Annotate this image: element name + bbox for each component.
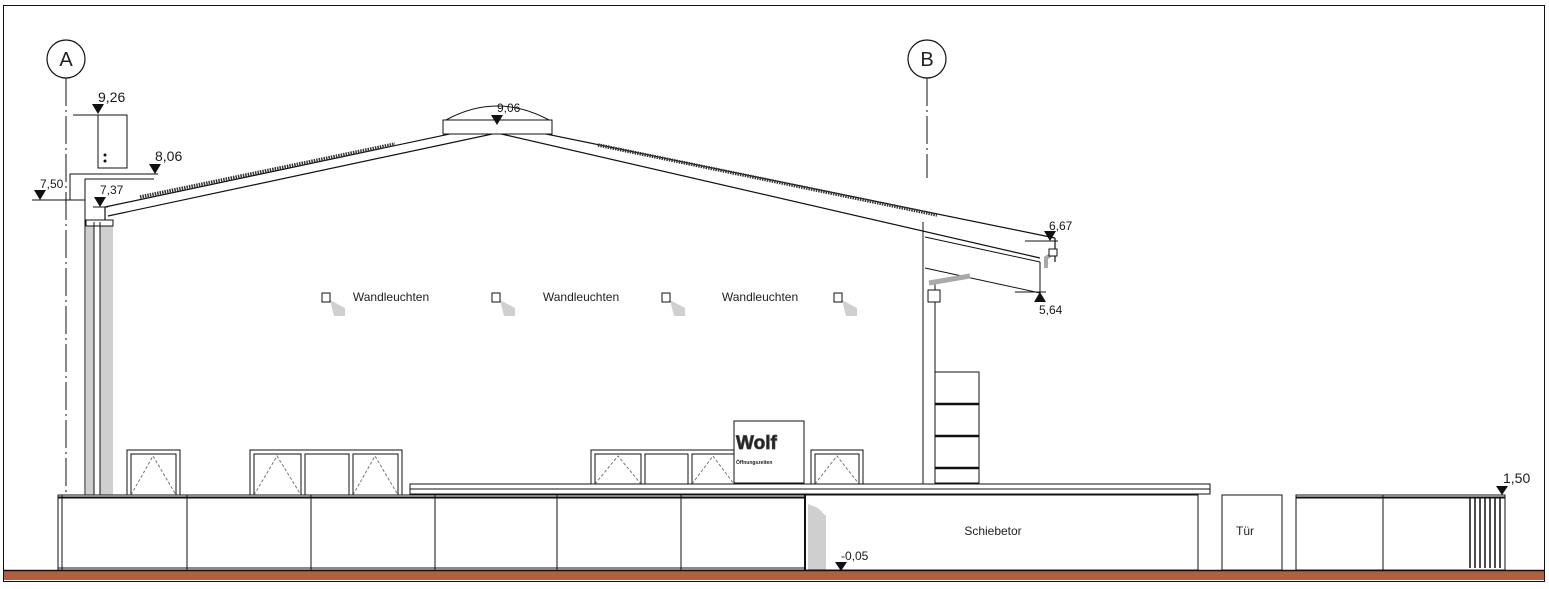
level-canopy-top: 6,67 — [1049, 219, 1073, 233]
level-axis-a: 7,50 — [40, 177, 64, 191]
level-ground: -0,05 — [841, 549, 869, 563]
shelf — [934, 371, 980, 484]
sliding-gate: Schiebetor — [804, 494, 1199, 571]
light-icon — [661, 292, 685, 316]
fence-right — [1295, 494, 1506, 571]
ground-band — [4, 571, 1544, 580]
fence — [57, 494, 826, 571]
base-strip — [409, 483, 1211, 495]
level-marker-icon — [1496, 486, 1508, 495]
level-marker-icon — [1044, 231, 1056, 241]
axis-a-label: A — [59, 49, 73, 71]
solar-panels-left — [139, 142, 396, 199]
parapet — [32, 114, 158, 495]
level-marker-icon — [835, 562, 847, 571]
level-marker-icon — [92, 104, 104, 114]
wall-lights: Wandleuchten Wandleuchten Wandleuchten — [321, 290, 857, 316]
level-parapet-step: 8,06 — [155, 148, 182, 164]
level-marker-icon — [491, 115, 503, 125]
light-label: Wandleuchten — [722, 290, 798, 304]
axis-b: B — [907, 39, 947, 178]
door: Tür — [1221, 494, 1283, 571]
sign-subtitle: Öffnungszeiten — [736, 459, 772, 466]
level-canopy-bottom: 5,64 — [1039, 303, 1063, 317]
light-label: Wandleuchten — [543, 290, 619, 304]
gate-label: Schiebetor — [964, 524, 1021, 538]
light-icon — [321, 292, 345, 316]
sign-brand: Wolf — [736, 433, 777, 454]
level-ridge: 9,06 — [497, 101, 521, 115]
light-icon — [491, 292, 515, 316]
level-marker-icon — [149, 164, 161, 174]
level-markers: 9,26 9,06 8,06 7,50 7,37 6,67 5,64 -0,05… — [34, 89, 1530, 571]
level-marker-icon — [34, 190, 46, 200]
level-parapet-top: 9,26 — [98, 89, 125, 105]
door-label: Tür — [1236, 524, 1254, 538]
level-fence-top: 1,50 — [1503, 470, 1530, 486]
windows — [126, 449, 864, 496]
level-eave-left: 7,37 — [100, 183, 124, 197]
left-wall — [85, 219, 114, 495]
axis-b-label: B — [920, 49, 933, 71]
light-icon — [833, 292, 857, 316]
solar-panels-right — [597, 143, 938, 217]
level-marker-icon — [94, 197, 106, 207]
axis-a: A — [46, 39, 86, 570]
wolf-sign: Wolf Öffnungszeiten — [733, 420, 805, 484]
level-marker-icon — [1034, 292, 1046, 302]
light-label: Wandleuchten — [353, 290, 429, 304]
